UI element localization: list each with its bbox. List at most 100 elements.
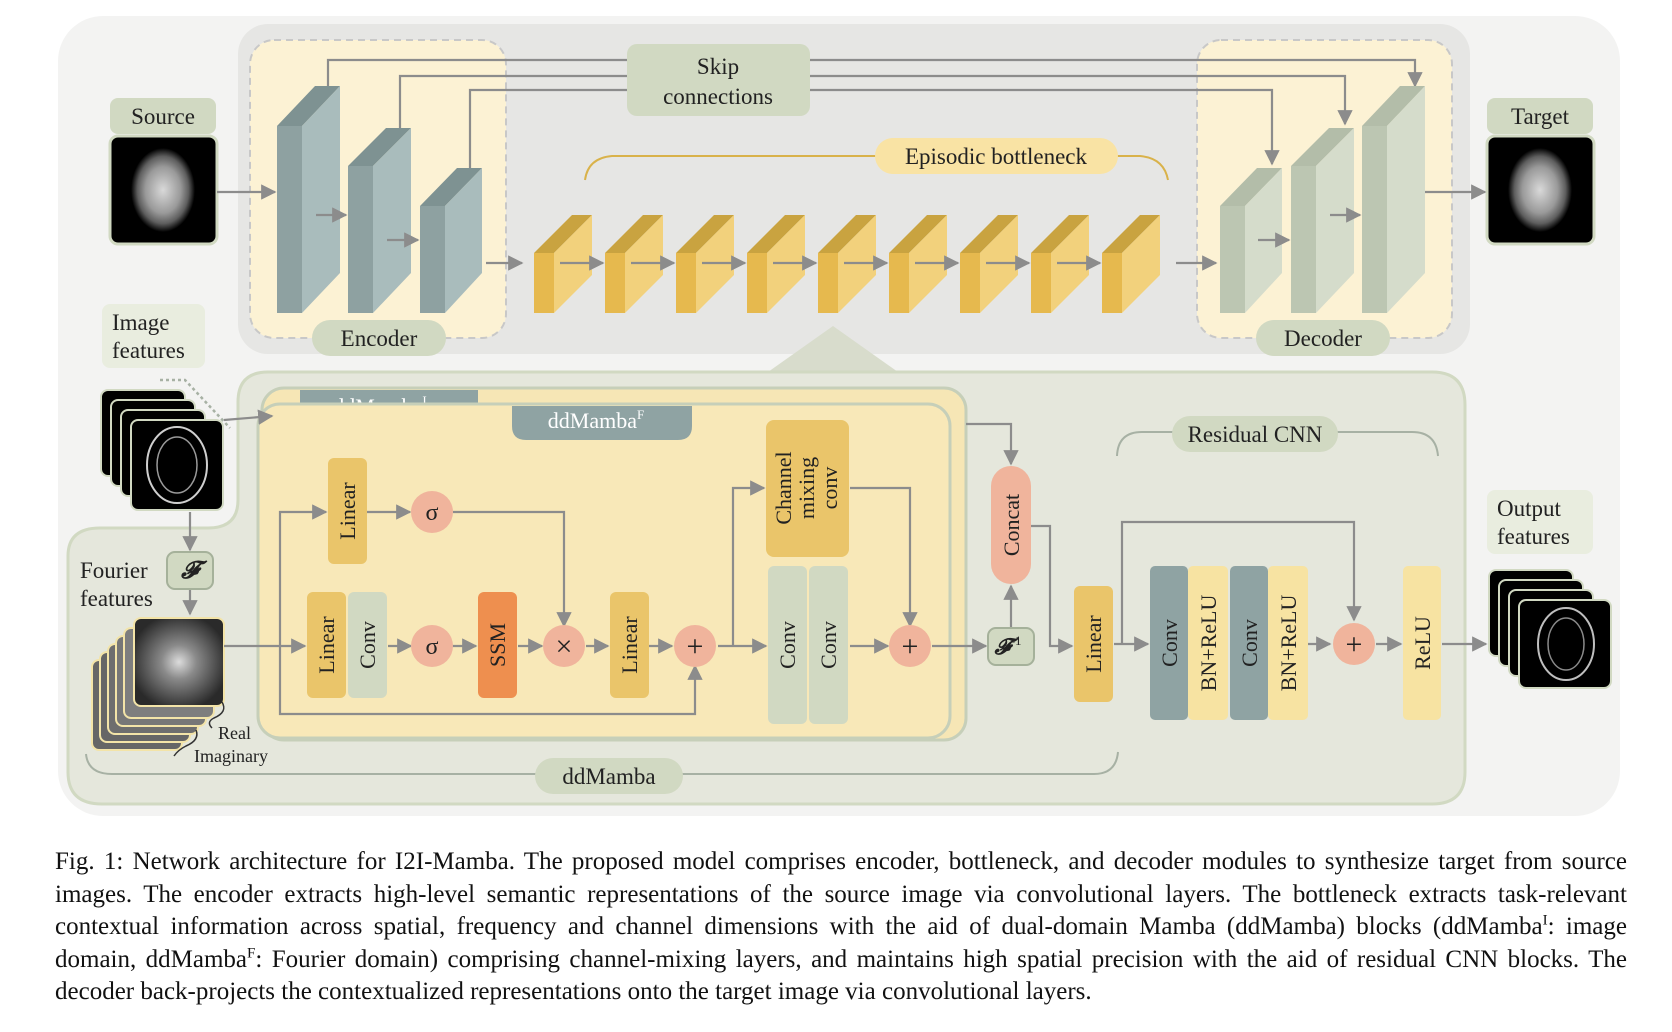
conv-b2-label: Conv [816,621,841,669]
multiply-label: × [556,630,573,663]
caption-sup-i: I [1542,912,1548,929]
bnrelu-1-label: BN+ReLU [1196,595,1221,692]
plus-b-label: + [902,630,919,663]
residual-wiring [1114,520,1488,652]
conv-b2-block [809,566,848,724]
ddmamba-fourier-tab-label: ddMambaF [548,407,644,433]
fourier-transform-box [166,551,214,590]
source-label-box [110,98,216,134]
image-features-stack [100,389,224,511]
top-arrows [217,184,1487,271]
fourier-features-line2: features [80,586,153,611]
bottleneck-block-top [960,215,1018,253]
bnrelu-2-label: BN+ReLU [1276,595,1301,692]
encoder-label-box [312,320,446,356]
bottleneck-block-front [676,253,696,313]
bottleneck-block-top [818,215,876,253]
bottleneck-block-front [1031,253,1051,313]
linear-b-block [610,592,649,698]
source-brain [131,148,195,232]
linear-top-label: Linear [335,482,360,540]
channel-mixing-line3: conv [817,467,842,510]
fourier-features-stack [91,617,225,751]
concat-label: Concat [999,494,1024,556]
output-features-label-box [1487,490,1593,554]
conv-a-block [348,592,387,698]
bnrelu-2-block [1268,566,1308,720]
zoom-connector [768,326,898,372]
figure-caption: Fig. 1: Network architecture for I2I-Mam… [55,846,1627,1009]
sigma-b-label: σ [426,634,439,660]
caption-part3: : Fourier domain) comprising channel-mix… [55,945,1627,1006]
bottleneck-block-front [960,253,980,313]
bnrelu-1-block [1188,566,1228,720]
bottleneck-block-front [534,253,554,313]
multiply-node [543,625,585,667]
bottleneck-block-top [747,215,805,253]
output-features-stack [1488,569,1612,689]
plus-a-label: + [687,630,704,663]
channel-mixing-line1: Channel [771,451,796,524]
inverse-fourier-box [987,627,1035,666]
caption-fig-prefix: Fig. 1: [55,848,133,875]
episodic-label-box [875,138,1118,174]
linear-a-label: Linear [314,616,339,674]
linear-c-label: Linear [1081,615,1106,673]
plus-c-label: + [1346,628,1363,661]
conv-c2-label: Conv [1237,619,1262,667]
image-features-line1: Image [112,310,169,335]
relu-block [1403,566,1441,720]
concat-block [991,466,1031,584]
target-label: Target [1511,104,1570,129]
source-label: Source [131,104,195,129]
output-features-line2: features [1497,524,1570,549]
ssm-block [478,592,517,698]
linear-a-block [307,592,346,698]
ddmamba-wiring [224,422,1074,716]
caption-part2: : image domain, ddMamba [55,913,1627,973]
target-label-box [1487,98,1593,134]
architecture-diagram: Skip connections Source Target [58,16,1620,816]
skip-connection-lines [326,58,1423,168]
encoder-blocks [277,86,482,313]
bottleneck-block-front [747,253,767,313]
image-features-arrow [223,409,274,425]
sigma-top-label: σ [426,500,439,526]
bottleneck-block-top [676,215,734,253]
linear-top-block [328,458,367,564]
output-features-line1: Output [1497,496,1562,521]
bottleneck-block-front [889,253,909,313]
conv-b1-label: Conv [775,621,800,669]
bottleneck-block-top [889,215,947,253]
sigma-top [411,491,453,533]
imaginary-brace [173,729,198,757]
bottleneck-block-front [1102,253,1122,313]
target-brain [1508,148,1572,232]
linear-b-label: Linear [617,616,642,674]
bottleneck-block-side [1122,215,1160,313]
decoder-label-box [1256,320,1390,356]
ssm-label: SSM [485,623,510,667]
skip-label-line1: Skip [697,54,739,79]
bottleneck-block-front [605,253,625,313]
plus-b-node [889,625,931,667]
decoder-label: Decoder [1284,326,1362,351]
bottleneck-blocks [534,215,1160,313]
residual-label-box [1172,416,1338,452]
ddmamba-fourier-tab [512,406,692,440]
image-features-dotted-link [160,378,231,429]
channel-mixing-line2: mixing [794,457,819,519]
ddmamba-label-box [535,758,683,794]
imaginary-label: Imaginary [194,746,268,766]
real-brace [208,701,225,729]
skip-connections-box [627,44,810,116]
plus-a-node [674,625,716,667]
bottleneck-block-top [605,215,663,253]
encoder-label: Encoder [341,326,418,351]
plus-c-node [1333,623,1375,665]
ddmamba-label: ddMamba [562,764,655,789]
skip-label-line2: connections [663,84,773,109]
linear-c-block [1074,586,1113,702]
conv-a-label: Conv [355,621,380,669]
fourier-features-line1: Fourier [80,558,148,583]
